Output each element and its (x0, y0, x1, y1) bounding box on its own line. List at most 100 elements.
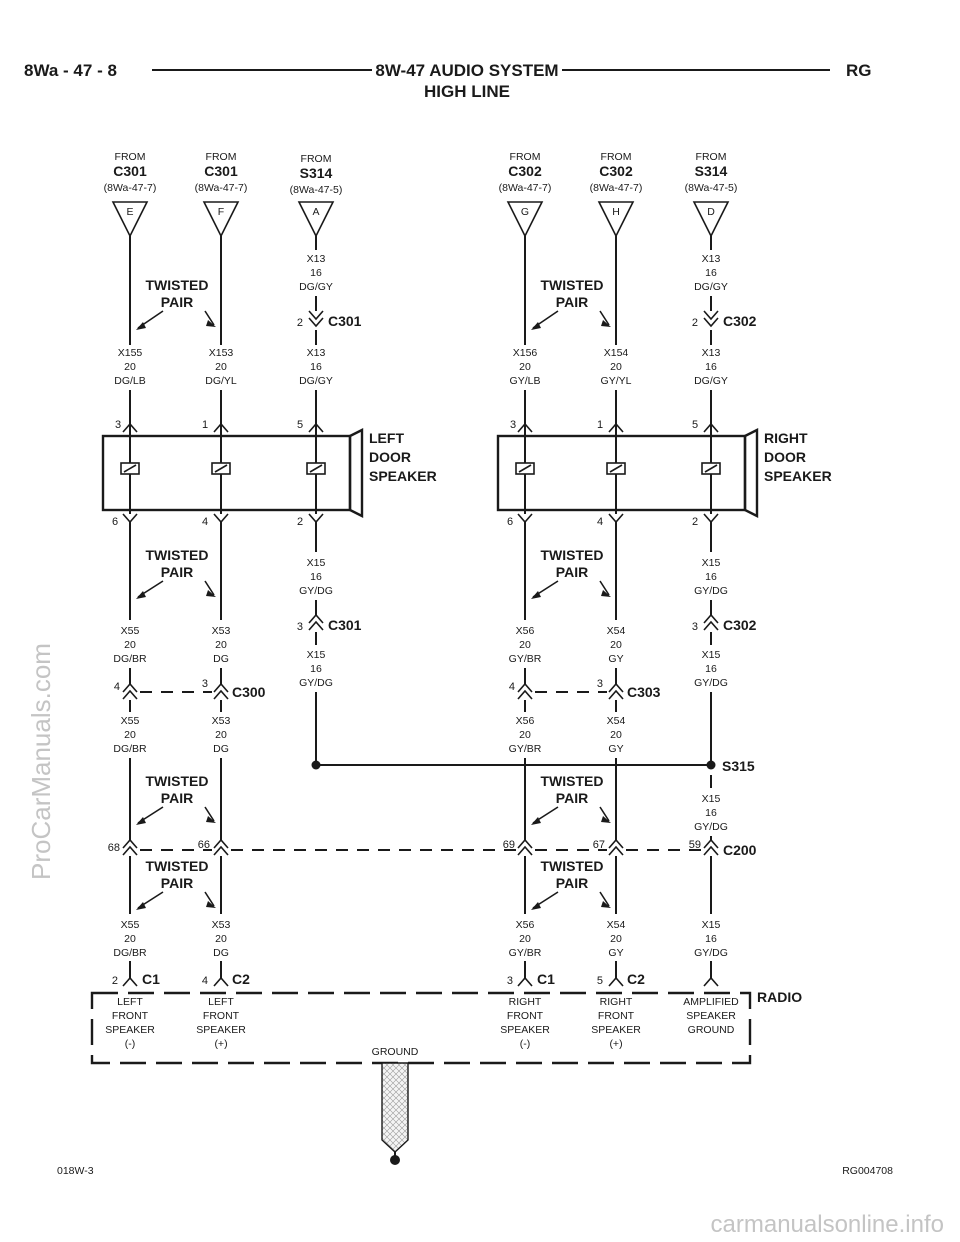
inline-connector-c303: 4 3 C303 (509, 678, 661, 700)
svg-text:FROM: FROM (115, 151, 146, 163)
svg-text:1: 1 (597, 419, 603, 431)
svg-text:TWISTED: TWISTED (541, 858, 604, 874)
svg-text:1: 1 (202, 419, 208, 431)
svg-text:C2: C2 (627, 971, 645, 987)
svg-text:TWISTED: TWISTED (541, 773, 604, 789)
radio-ground-label: GROUND (372, 1046, 419, 1058)
svg-text:H: H (612, 206, 620, 218)
svg-text:S314: S314 (695, 163, 728, 179)
radio-connectors: 2 C1 4 C2 3 C1 5 C2 (112, 971, 719, 987)
svg-text:SPEAKER: SPEAKER (369, 468, 437, 484)
svg-text:S314: S314 (300, 165, 333, 181)
svg-text:4: 4 (597, 516, 603, 528)
inline-connector-c301-top: 2 C301 (297, 310, 362, 329)
inline-connector-c301-bottom: 3 C301 (297, 613, 362, 633)
svg-text:TWISTED: TWISTED (146, 277, 209, 293)
twisted-pair-mid-right: TWISTED PAIR (531, 547, 611, 599)
svg-text:TWISTED: TWISTED (541, 547, 604, 563)
inline-connector-c302-top: 2 C302 (692, 310, 757, 329)
watermark-side: ProCarManuals.com (26, 643, 56, 880)
svg-text:3: 3 (597, 678, 603, 690)
svg-text:4: 4 (509, 681, 515, 693)
svg-text:F: F (218, 206, 224, 218)
splice-dot (706, 760, 716, 770)
radio-name: RADIO (757, 989, 802, 1005)
svg-text:DOOR: DOOR (369, 449, 411, 465)
footer-left-code: 018W-3 (57, 1165, 94, 1177)
svg-text:3: 3 (510, 419, 516, 431)
svg-text:A: A (312, 206, 319, 218)
page-header: 8Wa - 47 - 8 8W-47 AUDIO SYSTEM HIGH LIN… (24, 61, 872, 101)
svg-text:2: 2 (297, 317, 303, 329)
speaker-cone-icon (348, 428, 364, 518)
inline-connector-c300: 4 3 C300 (114, 678, 266, 700)
source-c301-f: FROM C301 (8Wa-47-7) F (195, 151, 247, 238)
svg-text:5: 5 (692, 419, 698, 431)
svg-text:67: 67 (593, 839, 605, 851)
source-c301-e: FROM C301 (8Wa-47-7) E (104, 151, 157, 238)
source-pin: E (126, 206, 133, 218)
svg-text:DOOR: DOOR (764, 449, 806, 465)
ground-strap-icon (381, 1062, 409, 1165)
svg-text:FROM: FROM (510, 151, 541, 163)
source-triangle (506, 201, 544, 238)
twisted-pair-lower-left-1: TWISTED PAIR (136, 773, 216, 825)
svg-text:6: 6 (507, 516, 513, 528)
footer-right-code: RG004708 (842, 1165, 893, 1177)
svg-text:5: 5 (297, 419, 303, 431)
svg-text:C301: C301 (328, 617, 362, 633)
speaker-terminal-right-2 (606, 422, 626, 524)
speaker-cone-icon (743, 428, 759, 518)
svg-text:C302: C302 (508, 163, 542, 179)
svg-text:3: 3 (297, 621, 303, 633)
svg-text:4: 4 (114, 681, 120, 693)
svg-text:C302: C302 (599, 163, 633, 179)
svg-text:PAIR: PAIR (556, 875, 588, 891)
source-triangle (111, 201, 149, 238)
svg-text:6: 6 (112, 516, 118, 528)
left-door-speaker: LEFT DOOR SPEAKER 3 1 5 6 4 2 (101, 419, 437, 528)
svg-text:PAIR: PAIR (556, 294, 588, 310)
speaker-terminal-right-1 (515, 422, 535, 524)
radio-outline (90, 991, 752, 1065)
svg-text:PAIR: PAIR (161, 790, 193, 806)
svg-text:TWISTED: TWISTED (146, 773, 209, 789)
brand-code: RG (846, 61, 872, 80)
twisted-pair-lower-right-2: TWISTED PAIR (531, 858, 611, 910)
svg-text:C200: C200 (723, 842, 757, 858)
svg-text:68: 68 (108, 842, 120, 854)
svg-text:SPEAKER: SPEAKER (764, 468, 832, 484)
page-subtitle: HIGH LINE (424, 82, 510, 101)
svg-text:(8Wa-47-7): (8Wa-47-7) (590, 182, 643, 194)
svg-text:69: 69 (503, 839, 515, 851)
svg-text:PAIR: PAIR (161, 875, 193, 891)
speaker-name: LEFT (369, 430, 404, 446)
svg-text:C300: C300 (232, 684, 266, 700)
svg-text:(8Wa-47-5): (8Wa-47-5) (685, 182, 738, 194)
svg-text:PAIR: PAIR (556, 564, 588, 580)
upper-wires (129, 236, 712, 425)
svg-text:(8Wa-47-7): (8Wa-47-7) (104, 182, 157, 194)
source-connector-name: C301 (113, 163, 147, 179)
